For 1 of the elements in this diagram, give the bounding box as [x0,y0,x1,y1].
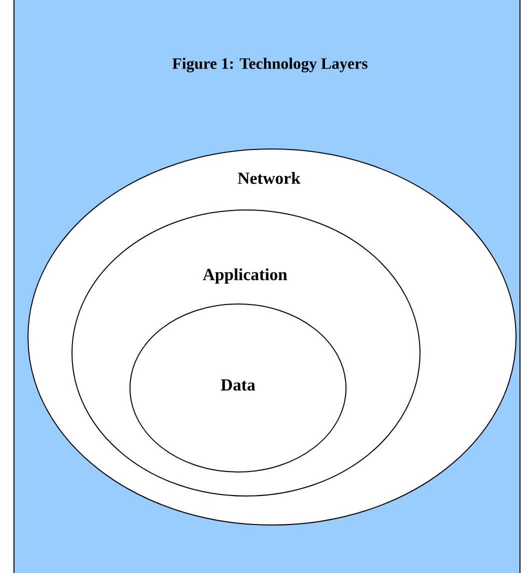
title: Figure 1: Technology Layers [172,58,368,72]
